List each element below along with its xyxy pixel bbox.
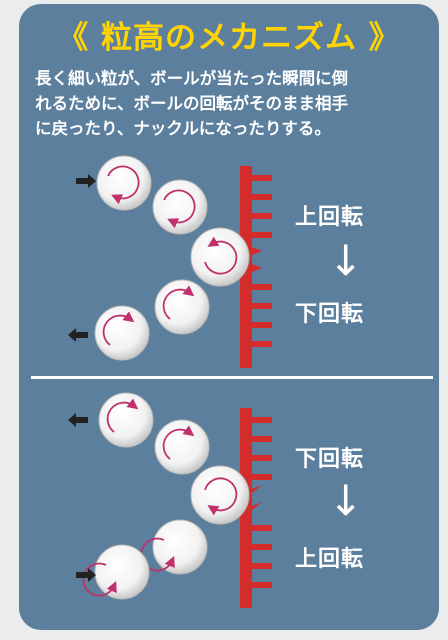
bottom-ball-4 xyxy=(140,519,208,575)
bottom-ball-5 xyxy=(82,544,150,600)
bottom-to-label: 上回転 xyxy=(295,547,365,572)
top-outgoing-arrow-icon xyxy=(68,328,88,342)
description-line: 長く細い粒が、ボールが当たった瞬間に倒 xyxy=(35,69,349,88)
bottom-outgoing-arrow-icon xyxy=(68,413,88,427)
description: 長く細い粒が、ボールが当たった瞬間に倒 れるために、ボールの回転がそのまま相手 … xyxy=(35,66,431,141)
section-divider xyxy=(31,376,433,379)
top-from-label: 上回転 xyxy=(295,205,365,230)
top-ball-4 xyxy=(154,279,210,335)
bottom-ball-2 xyxy=(154,419,210,475)
top-incoming-arrow-icon xyxy=(76,174,96,188)
bottom-from-label: 下回転 xyxy=(295,447,365,472)
top-to-label: 下回転 xyxy=(295,302,365,327)
top-down-arrow-icon: ↓ xyxy=(328,236,364,285)
bottom-down-arrow-icon: ↓ xyxy=(328,476,364,525)
description-line: に戻ったり、ナックルになったりする。 xyxy=(35,119,331,138)
top-ball-5 xyxy=(94,305,150,361)
top-ball-2 xyxy=(152,179,208,235)
description-line: れるために、ボールの回転がそのまま相手 xyxy=(35,94,349,113)
bottom-ball-1 xyxy=(98,392,154,448)
page-title: 《 粒高のメカニズム 》 xyxy=(57,20,401,56)
top-ball-1 xyxy=(96,155,152,211)
mechanism-card: 《 粒高のメカニズム 》 長く細い粒が、ボールが当たった瞬間に倒 れるために、ボ… xyxy=(19,4,439,630)
top-ball-3 xyxy=(190,227,250,287)
bottom-ball-3 xyxy=(190,465,250,525)
bottom-incoming-arrow-icon xyxy=(76,568,96,582)
